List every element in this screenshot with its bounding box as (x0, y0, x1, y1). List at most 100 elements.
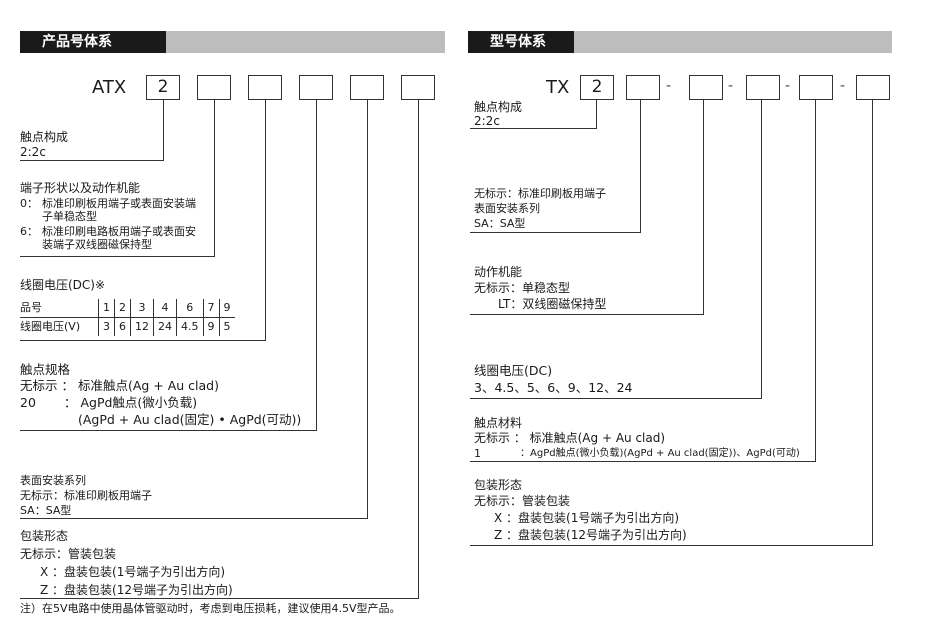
right-connector-4 (761, 100, 762, 398)
left-terminal-opt6-line2: 装端子双线圈磁保持型 (42, 238, 152, 251)
right-code-box-2 (626, 75, 660, 100)
coil-cell: 4.5 (176, 317, 203, 336)
right-underline-3 (470, 314, 704, 315)
right-code-box-3 (689, 75, 723, 100)
coil-cell: 3 (130, 299, 154, 318)
left-contact-value: 2:2c (20, 145, 46, 159)
right-code-box-1: 2 (580, 75, 614, 100)
right-action-line2: LT：双线圈磁保持型 (498, 297, 607, 311)
left-connector-4 (316, 100, 317, 430)
left-surface-title: 表面安装系列 (20, 474, 86, 487)
left-package-line3: Z ：盘装包装(12号端子为引出方向) (40, 583, 233, 597)
left-spec-line2: ： AgPd触点(微小负载) (64, 395, 198, 410)
right-terminal-line2: 表面安装系列 (474, 202, 540, 215)
right-underline-6 (470, 545, 873, 546)
left-connector-2 (214, 100, 215, 256)
left-surface-line2: SA：SA型 (20, 504, 72, 517)
coil-table-row: 线圈电压(V) 3 6 12 24 4.5 9 5 (20, 317, 235, 336)
left-model-prefix: ATX (92, 77, 127, 98)
right-separator-3: - (785, 78, 791, 94)
left-package-title: 包装形态 (20, 529, 69, 543)
right-section-title: 型号体系 (468, 31, 574, 53)
left-terminal-opt0-line2: 子单稳态型 (42, 210, 97, 223)
left-code-box-1: 2 (146, 75, 180, 100)
right-material-title: 触点材料 (474, 416, 523, 430)
left-terminal-opt6-key: 6： (20, 225, 38, 238)
right-material-line2-key: 1 (474, 447, 481, 460)
left-surface-line1: 无标示：标准印刷板用端子 (20, 489, 152, 502)
left-code-box-3 (248, 75, 282, 100)
left-code-box-6 (401, 75, 435, 100)
right-underline-1 (470, 128, 597, 129)
left-package-line2: X ：盘装包装(1号端子为引出方向) (40, 565, 226, 579)
coil-row1-label: 品号 (20, 299, 99, 318)
coil-cell: 6 (114, 317, 131, 336)
left-code-box-5 (350, 75, 384, 100)
left-underline-5 (20, 518, 368, 519)
right-action-line1: 无标示：单稳态型 (474, 281, 571, 295)
coil-cell: 2 (114, 299, 131, 318)
left-terminal-opt0-key: 0： (20, 197, 38, 210)
right-terminal-line3: SA：SA型 (474, 217, 526, 230)
right-contact-title: 触点构成 (474, 100, 523, 114)
coil-row2-label: 线圈电压(V) (20, 320, 81, 333)
left-footnote: 注）在5V电路中使用晶体管驱动时，考虑到电压损耗，建议使用4.5V型产品。 (20, 602, 401, 615)
coil-cell: 7 (202, 299, 219, 318)
left-section-header: 产品号体系 (20, 31, 445, 53)
coil-cell: 6 (176, 299, 203, 318)
left-underline-2 (20, 256, 215, 257)
coil-cell: 1 (98, 299, 115, 318)
right-connector-5 (815, 100, 816, 461)
right-underline-4 (470, 398, 762, 399)
left-underline-6 (20, 598, 419, 599)
coil-cell: 9 (218, 299, 235, 318)
right-material-line1: 无标示 ： 标准触点(Ag + Au clad) (474, 431, 666, 445)
right-code-box-6 (856, 75, 890, 100)
left-spec-title: 触点规格 (20, 362, 71, 377)
left-connector-6 (418, 100, 419, 598)
right-separator-4: - (840, 78, 846, 94)
right-model-prefix: TX (546, 77, 570, 98)
left-spec-line3: (AgPd + Au clad(固定) • AgPd(可动)) (78, 412, 302, 427)
left-package-line1: 无标示：管装包装 (20, 547, 117, 561)
right-connector-6 (872, 100, 873, 545)
right-underline-5 (470, 461, 816, 462)
coil-cell: 4 (153, 299, 177, 318)
left-coil-title: 线圈电压(DC)※ (20, 278, 106, 292)
right-underline-2 (470, 232, 641, 233)
right-package-line3: Z ：盘装包装(12号端子为引出方向) (494, 528, 687, 542)
right-code-box-4 (746, 75, 780, 100)
right-coil-values: 3、4.5、5、6、9、12、24 (474, 380, 633, 395)
right-material-line2: ：AgPd触点(微小负载)(AgPd + Au clad(固定))、AgPd(可… (520, 448, 800, 459)
left-spec-line1: 无标示 ： 标准触点(Ag + Au clad) (20, 378, 219, 393)
right-terminal-line1: 无标示：标准印刷板用端子 (474, 187, 606, 200)
left-code-box-4 (299, 75, 333, 100)
right-section-header: 型号体系 (468, 31, 892, 53)
right-connector-1 (596, 100, 597, 128)
right-separator-1: - (666, 78, 672, 94)
right-package-line2: X ：盘装包装(1号端子为引出方向) (494, 511, 680, 525)
left-connector-5 (367, 100, 368, 518)
right-package-title: 包装形态 (474, 478, 523, 492)
coil-table-row: 品号 1 2 3 4 6 7 9 (20, 299, 235, 318)
left-spec-line2-key: 20 (20, 395, 36, 410)
coil-cell: 24 (153, 317, 177, 336)
left-underline-1 (20, 160, 164, 161)
right-connector-2 (640, 100, 641, 232)
right-action-title: 动作机能 (474, 265, 523, 279)
left-connector-1 (163, 100, 164, 160)
left-terminal-opt6-line1: 标准印刷电路板用端子或表面安 (42, 225, 196, 238)
right-contact-value: 2:2c (474, 114, 500, 128)
left-code-box-2 (197, 75, 231, 100)
right-connector-3 (703, 100, 704, 314)
left-underline-4 (20, 430, 317, 431)
coil-cell: 3 (98, 317, 115, 336)
left-section-title: 产品号体系 (20, 31, 166, 53)
right-package-line1: 无标示：管装包装 (474, 494, 571, 508)
left-terminal-opt0-line1: 标准印刷板用端子或表面安装端 (42, 197, 196, 210)
left-connector-3 (265, 100, 266, 340)
coil-cell: 5 (218, 317, 235, 336)
right-separator-2: - (728, 78, 734, 94)
left-underline-3 (20, 340, 266, 341)
coil-cell: 12 (130, 317, 154, 336)
